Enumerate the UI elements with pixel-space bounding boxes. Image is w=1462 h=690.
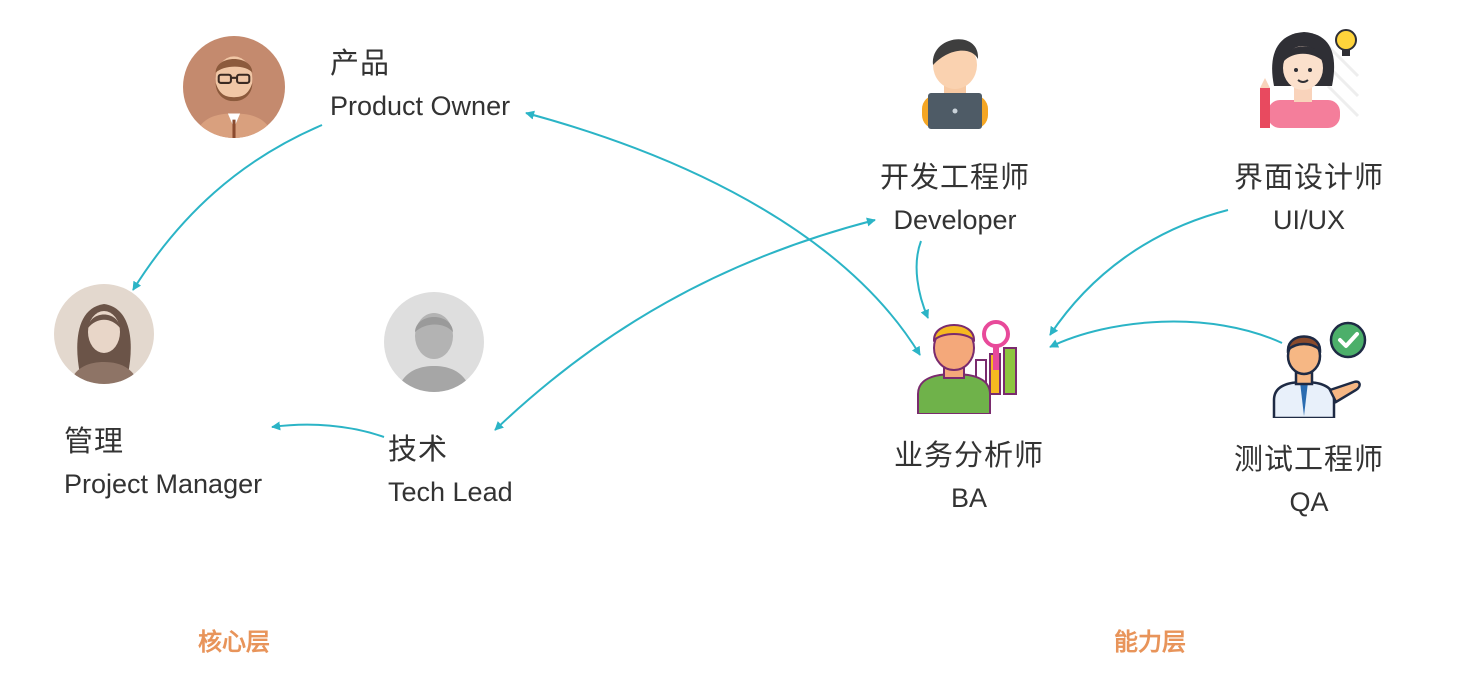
tester-checkmark-icon [1272, 321, 1367, 418]
arrow-tl-dev [494, 217, 876, 431]
woman-avatar-icon [54, 284, 154, 384]
arrow-dev-to-ba [915, 240, 929, 319]
role-zh-label: 界面设计师 [1233, 162, 1385, 194]
arrow-po-to-pm [132, 124, 323, 291]
arrow-po-ba [525, 110, 921, 356]
role-en-label: Product Owner [330, 91, 511, 121]
role-zh-label: 开发工程师 [879, 162, 1031, 194]
bearded-man-avatar-icon [183, 36, 285, 138]
role-en-label: QA [1289, 487, 1329, 517]
role-zh-label: 测试工程师 [1233, 444, 1385, 476]
role-zh-label: 业务分析师 [893, 440, 1045, 472]
role-en-label: Project Manager [64, 469, 263, 499]
designer-lightbulb-icon [1260, 29, 1360, 128]
role-en-label: UI/UX [1272, 205, 1346, 235]
role-ba: 业务分析师 BA [894, 442, 1044, 512]
role-zh-label: 技术 [388, 434, 449, 466]
role-product-owner: 产品 Product Owner [330, 50, 510, 120]
role-ui-ux: 界面设计师 UI/UX [1234, 164, 1384, 234]
arrow-tl-to-pm [271, 421, 385, 438]
role-zh-label: 管理 [64, 426, 125, 458]
developer-laptop-icon [922, 39, 988, 129]
role-project-manager: 管理 Project Manager [64, 428, 262, 498]
role-en-label: Developer [893, 205, 1017, 235]
role-en-label: Tech Lead [388, 477, 513, 507]
arrow-qa-to-ba [1049, 320, 1283, 348]
role-developer: 开发工程师 Developer [880, 164, 1030, 234]
role-tech-lead: 技术 Tech Lead [388, 436, 513, 506]
role-zh-label: 产品 [330, 48, 391, 80]
core-layer-label: 核心层 [198, 629, 270, 656]
analyst-magnifier-chart-icon [917, 320, 1017, 414]
role-qa: 测试工程师 QA [1234, 446, 1384, 516]
capability-layer-label: 能力层 [1114, 629, 1186, 656]
role-en-label: BA [950, 483, 988, 513]
arrow-ux-to-ba [1049, 209, 1229, 336]
default-person-avatar-icon [384, 292, 484, 392]
